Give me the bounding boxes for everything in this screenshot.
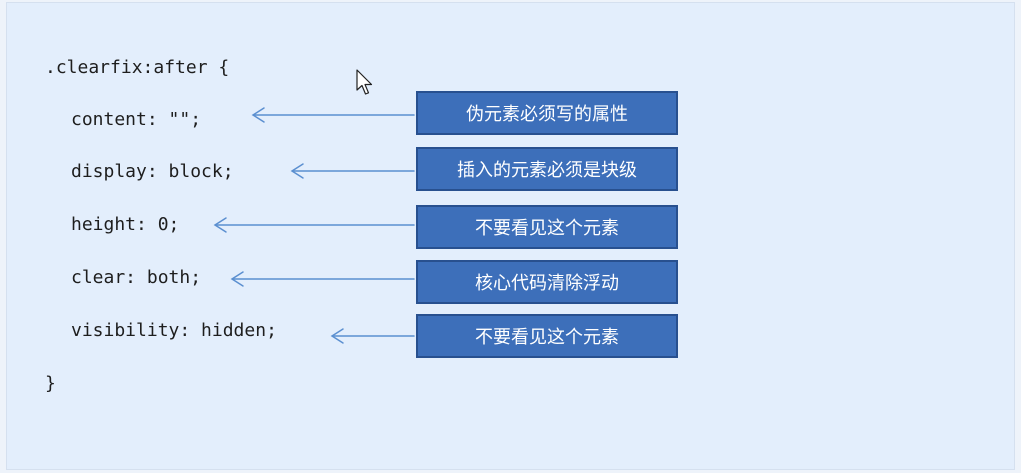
code-line-content: content: ""; bbox=[71, 109, 202, 130]
annotation-box-display: 插入的元素必须是块级 bbox=[416, 147, 678, 191]
mouse-pointer-icon bbox=[356, 69, 373, 95]
code-line-clear: clear: both; bbox=[71, 267, 202, 288]
annotation-text: 不要看见这个元素 bbox=[475, 327, 619, 348]
annotation-box-content: 伪元素必须写的属性 bbox=[416, 91, 678, 135]
annotation-text: 插入的元素必须是块级 bbox=[457, 160, 637, 181]
annotation-text: 不要看见这个元素 bbox=[475, 218, 619, 239]
annotation-text: 伪元素必须写的属性 bbox=[466, 104, 628, 125]
code-selector-line: .clearfix:after { bbox=[45, 57, 230, 78]
annotation-box-visibility: 不要看见这个元素 bbox=[416, 314, 678, 358]
code-line-height: height: 0; bbox=[71, 214, 180, 235]
annotation-box-height: 不要看见这个元素 bbox=[416, 205, 678, 249]
annotation-text: 核心代码清除浮动 bbox=[475, 273, 619, 294]
code-closing-brace: } bbox=[45, 373, 56, 394]
annotation-box-clear: 核心代码清除浮动 bbox=[416, 260, 678, 304]
code-line-visibility: visibility: hidden; bbox=[71, 320, 277, 341]
code-line-display: display: block; bbox=[71, 161, 234, 182]
